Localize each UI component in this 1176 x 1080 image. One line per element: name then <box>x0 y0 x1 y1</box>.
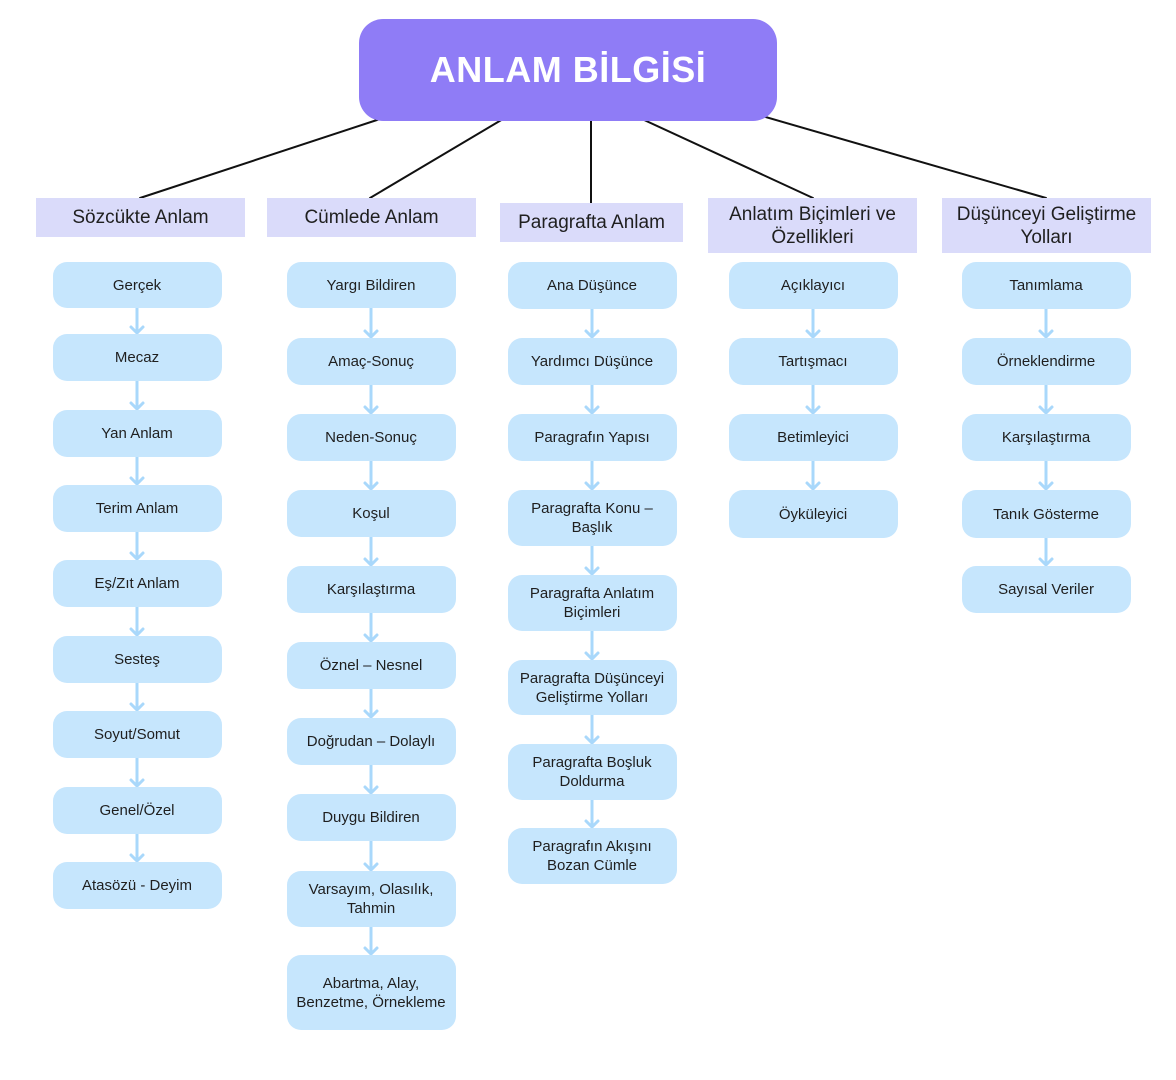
topic-node: Mecaz <box>52 334 222 381</box>
topic-node: Gerçek <box>52 262 222 308</box>
topic-node: Örneklendirme <box>961 338 1131 385</box>
flow-arrow <box>805 385 821 415</box>
flow-arrow <box>584 385 600 415</box>
flow-arrow <box>363 927 379 956</box>
flow-arrow <box>584 461 600 491</box>
flow-arrow <box>584 800 600 829</box>
flow-arrow <box>129 683 145 712</box>
topic-node: Yargı Bildiren <box>286 262 456 308</box>
connector-line <box>641 118 814 199</box>
flow-arrow <box>129 532 145 561</box>
topic-node: Neden-Sonuç <box>286 414 456 461</box>
connector-line <box>761 115 1047 199</box>
flow-arrow <box>363 689 379 719</box>
flow-arrow <box>129 457 145 486</box>
flow-arrow <box>363 385 379 415</box>
topic-node: Tanımlama <box>961 262 1131 309</box>
topic-node: Sayısal Veriler <box>961 566 1131 613</box>
root-title: ANLAM BİLGİSİ <box>359 19 777 121</box>
topic-node: Atasözü - Deyim <box>52 862 222 909</box>
topic-node: Betimleyici <box>728 414 898 461</box>
category-header: Sözcükte Anlam <box>36 198 245 237</box>
topic-node: Paragrafta Düşünceyi Geliştirme Yolları <box>507 660 677 715</box>
category-header: Paragrafta Anlam <box>500 203 683 242</box>
flow-arrow <box>1038 461 1054 491</box>
topic-node: Amaç-Sonuç <box>286 338 456 385</box>
topic-node: Paragrafın Yapısı <box>507 414 677 461</box>
flow-arrow <box>129 758 145 788</box>
flow-arrow <box>363 841 379 872</box>
topic-node: Eş/Zıt Anlam <box>52 560 222 607</box>
topic-node: Sesteş <box>52 636 222 683</box>
flow-arrow <box>1038 309 1054 339</box>
topic-node: Karşılaştırma <box>286 566 456 613</box>
topic-node: Tartışmacı <box>728 338 898 385</box>
topic-node: Öznel – Nesnel <box>286 642 456 689</box>
flow-arrow <box>805 309 821 339</box>
category-header: Anlatım Biçimleri ve Özellikleri <box>708 198 917 253</box>
flow-arrow <box>129 607 145 637</box>
topic-node: Terim Anlam <box>52 485 222 532</box>
topic-node: Paragrafta Anlatım Biçimleri <box>507 575 677 631</box>
flow-arrow <box>1038 385 1054 415</box>
connector-line <box>139 118 381 199</box>
topic-node: Öyküleyici <box>728 490 898 538</box>
flow-arrow <box>584 631 600 661</box>
topic-node: Paragrafın Akışını Bozan Cümle <box>507 828 677 884</box>
flow-arrow <box>363 765 379 795</box>
topic-node: Karşılaştırma <box>961 414 1131 461</box>
topic-node: Ana Düşünce <box>507 262 677 309</box>
flow-arrow <box>363 613 379 643</box>
flow-arrow <box>129 308 145 335</box>
flow-arrow <box>1038 538 1054 567</box>
topic-node: Yardımcı Düşünce <box>507 338 677 385</box>
topic-node: Genel/Özel <box>52 787 222 834</box>
flow-arrow <box>584 546 600 576</box>
topic-node: Açıklayıcı <box>728 262 898 309</box>
flow-arrow <box>363 537 379 567</box>
topic-node: Paragrafta Konu – Başlık <box>507 490 677 546</box>
topic-node: Koşul <box>286 490 456 537</box>
topic-node: Duygu Bildiren <box>286 794 456 841</box>
topic-node: Tanık Gösterme <box>961 490 1131 538</box>
flow-arrow <box>363 461 379 491</box>
topic-node: Abartma, Alay, Benzetme, Örnekleme <box>286 955 456 1030</box>
flow-arrow <box>584 715 600 745</box>
category-header: Düşünceyi Geliştirme Yolları <box>942 198 1151 253</box>
topic-node: Doğrudan – Dolaylı <box>286 718 456 765</box>
category-header: Cümlede Anlam <box>267 198 476 237</box>
flow-arrow <box>805 461 821 491</box>
topic-node: Paragrafta Boşluk Doldurma <box>507 744 677 800</box>
flow-arrow <box>129 381 145 411</box>
flow-arrow <box>363 308 379 339</box>
topic-node: Varsayım, Olasılık, Tahmin <box>286 871 456 927</box>
topic-node: Yan Anlam <box>52 410 222 457</box>
flow-arrow <box>129 834 145 863</box>
topic-node: Soyut/Somut <box>52 711 222 758</box>
flow-arrow <box>584 309 600 339</box>
connector-line <box>369 118 504 199</box>
